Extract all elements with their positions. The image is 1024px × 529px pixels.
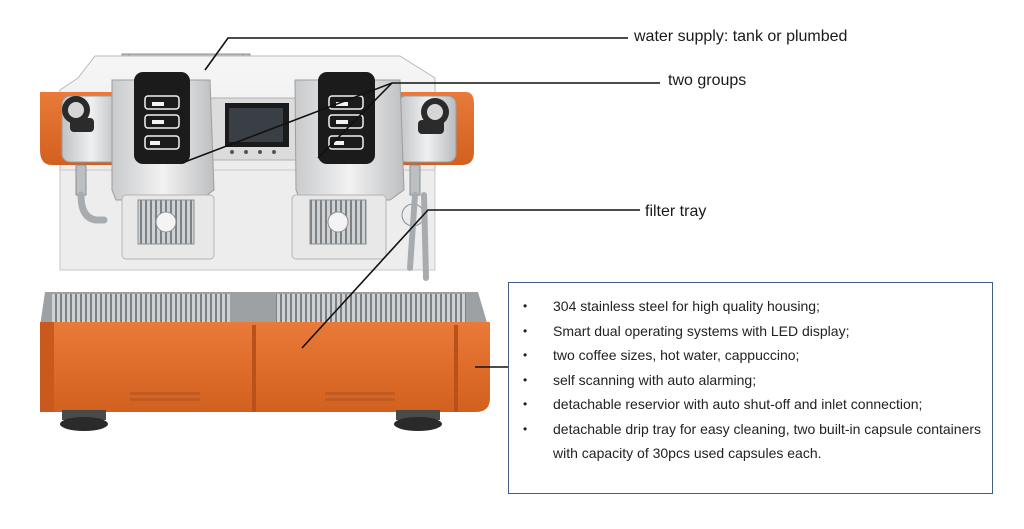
led-display (209, 97, 301, 161)
callout-filter-tray: filter tray (645, 203, 707, 220)
callout-two-groups: two groups (668, 72, 747, 89)
steam-wand-left (75, 164, 108, 224)
feature-item: two coffee sizes, hot water, cappuccino; (523, 343, 982, 368)
feature-item: detachable reservior with auto shut-off … (523, 392, 982, 417)
feature-item: self scanning with auto alarming; (523, 368, 982, 393)
steam-knob-right (418, 98, 449, 134)
steam-knob-left (62, 96, 94, 132)
orange-base (40, 322, 490, 412)
group-right (294, 72, 405, 201)
feature-item: Smart dual operating systems with LED di… (523, 319, 982, 344)
leader-filter-tray (301, 209, 640, 349)
group-left (111, 72, 215, 201)
leader-water-supply (204, 37, 628, 71)
feet (60, 410, 442, 431)
drip-tray (40, 292, 488, 326)
leader-two-groups-2 (317, 82, 393, 159)
feature-item: detachable drip tray for easy cleaning, … (523, 417, 982, 466)
feature-item: 304 stainless steel for high quality hou… (523, 294, 982, 319)
filter-tray-left (121, 194, 215, 260)
leader-lines (181, 37, 660, 368)
features-list: 304 stainless steel for high quality hou… (523, 294, 982, 466)
features-box: 304 stainless steel for high quality hou… (508, 282, 993, 494)
callout-water-supply: water supply: tank or plumbed (634, 28, 848, 45)
filter-tray-right (291, 194, 387, 260)
